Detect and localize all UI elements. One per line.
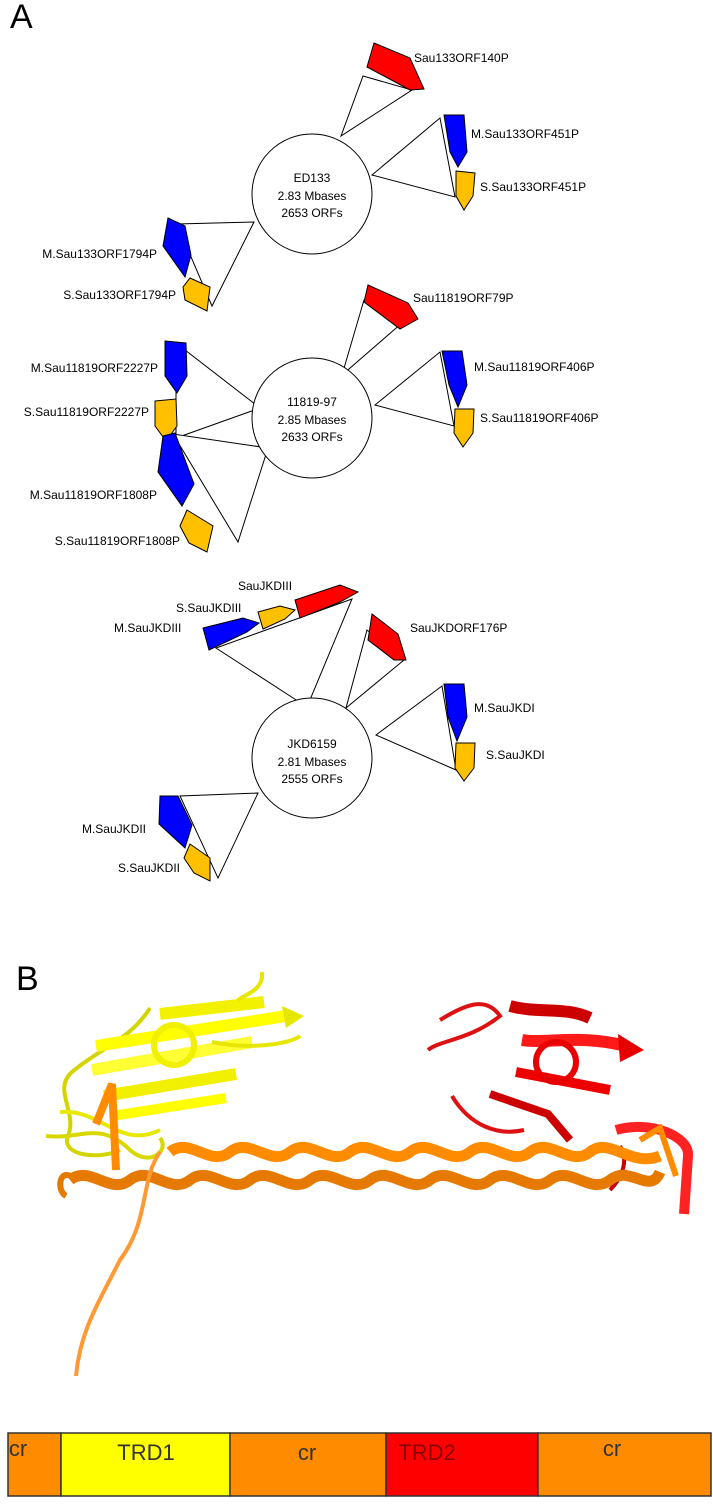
gene-label: M.Sau133ORF1794P xyxy=(42,247,157,261)
s-gene-icon xyxy=(454,742,476,782)
domain-segment-label: cr xyxy=(298,1440,316,1465)
gene-label: S.Sau11819ORF1808P xyxy=(55,534,180,548)
protein-structure xyxy=(45,971,693,1377)
genome-circle xyxy=(251,357,373,479)
trd2-domain-structure xyxy=(426,1000,693,1215)
genome-jkd6159: JKD6159 2.81 Mbases 2555 ORFs SauJKDIII … xyxy=(82,579,545,882)
gene-label: S.SauJKDIII xyxy=(176,601,241,615)
s-gene-icon xyxy=(179,509,214,553)
gene-label: Sau133ORF140P xyxy=(414,51,509,65)
domain-segment-1 xyxy=(7,1432,62,1497)
wedge xyxy=(175,341,262,439)
domain-segment-label: TRD2 xyxy=(398,1440,455,1465)
gene-label: M.Sau133ORF451P xyxy=(471,127,579,141)
domain-segment-label: cr xyxy=(9,1436,27,1461)
gene-label: M.Sau11819ORF2227P xyxy=(31,361,158,375)
res-gene-icon xyxy=(294,584,360,619)
domain-segment-2 xyxy=(60,1432,231,1497)
gene-label: M.Sau11819ORF1808P xyxy=(30,488,157,502)
conserved-region-helices xyxy=(57,1123,679,1377)
genome-name: JKD6159 xyxy=(287,737,337,751)
m-gene-icon xyxy=(443,114,468,169)
genome-size: 2.85 Mbases xyxy=(278,413,347,427)
genome-orfs: 2633 ORFs xyxy=(281,430,342,444)
trd1-domain-structure xyxy=(45,971,304,1171)
gene-label: M.SauJKDII xyxy=(82,822,146,836)
gene-label: S.SauJKDI xyxy=(486,748,545,762)
domain-segment-label: cr xyxy=(603,1436,621,1461)
res-gene-icon xyxy=(366,42,425,91)
genome-11819-97: 11819-97 2.85 Mbases 2633 ORFs Sau11819O… xyxy=(24,284,599,553)
genome-orfs: 2653 ORFs xyxy=(281,206,342,220)
panel-label-a: A xyxy=(10,0,33,36)
wedge xyxy=(172,433,269,544)
genome-size: 2.81 Mbases xyxy=(278,755,347,769)
m-gene-icon xyxy=(441,350,468,409)
gene-label: S.Sau11819ORF406P xyxy=(480,411,599,425)
domain-segment-5 xyxy=(537,1432,712,1497)
wedge xyxy=(375,685,457,771)
genome-name: 11819-97 xyxy=(287,395,337,409)
wedge xyxy=(214,598,353,708)
res-gene-icon xyxy=(367,613,407,661)
gene-label: S.Sau133ORF1794P xyxy=(63,288,176,302)
panel-label-b: B xyxy=(16,960,39,998)
genome-size: 2.83 Mbases xyxy=(278,189,347,203)
s-gene-icon xyxy=(453,408,475,448)
m-gene-icon xyxy=(158,795,193,849)
m-gene-icon xyxy=(157,432,195,507)
gene-label: M.SauJKDIII xyxy=(114,621,181,635)
s-gene-icon xyxy=(182,277,211,312)
m-gene-icon xyxy=(202,617,261,651)
gene-label: Sau11819ORF79P xyxy=(413,291,514,305)
m-gene-icon xyxy=(443,683,468,743)
gene-label: SauJKDORF176P xyxy=(410,621,507,635)
domain-bar: cr TRD1 cr TRD2 cr xyxy=(7,1432,712,1497)
s-gene-icon xyxy=(183,843,211,882)
s-gene-icon xyxy=(257,605,297,630)
wedge xyxy=(176,221,255,308)
domain-segment-label: TRD1 xyxy=(117,1440,174,1465)
m-gene-icon xyxy=(162,217,192,279)
gene-label: SauJKDIII xyxy=(238,579,292,593)
wedge xyxy=(373,351,455,427)
domain-segment-3 xyxy=(229,1432,387,1497)
gene-label: S.Sau11819ORF2227P xyxy=(24,405,149,419)
genome-circle xyxy=(251,697,373,819)
gene-label: S.Sau133ORF451P xyxy=(480,180,586,194)
wedge xyxy=(370,117,456,198)
m-gene-icon xyxy=(164,340,188,394)
genome-circle xyxy=(251,133,373,255)
genome-ed133: ED133 2.83 Mbases 2653 ORFs Sau133ORF140… xyxy=(42,42,586,312)
genome-orfs: 2555 ORFs xyxy=(281,772,342,786)
gene-label: S.SauJKDII xyxy=(118,861,180,875)
gene-label: M.SauJKDI xyxy=(474,701,535,715)
wedge xyxy=(179,792,259,880)
genome-name: ED133 xyxy=(294,171,331,185)
gene-label: M.Sau11819ORF406P xyxy=(474,360,595,374)
res-gene-icon xyxy=(363,284,419,330)
wedge xyxy=(340,75,414,138)
s-gene-icon xyxy=(455,170,476,211)
domain-segment-4 xyxy=(385,1432,539,1497)
